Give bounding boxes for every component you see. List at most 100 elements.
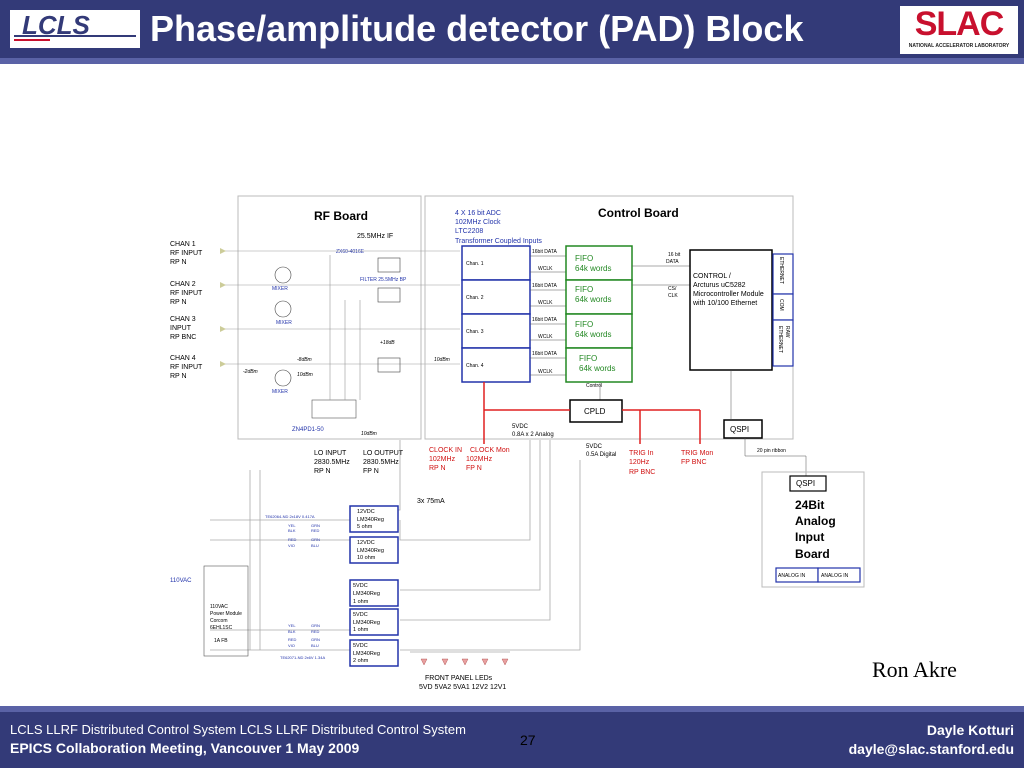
data16c: DATA xyxy=(666,259,679,265)
xfmr2-label: TE62071-ND 2x6V 1.34A xyxy=(280,655,325,660)
wire-yel-2: YEL xyxy=(288,623,296,628)
splitter-block xyxy=(311,399,357,419)
chan4-line2: RF INPUT xyxy=(170,364,203,371)
wclk-3: WCLK xyxy=(538,334,553,340)
power5d-l2: 0.5A Digital xyxy=(586,452,616,458)
controller-l3: Microcontroller Module xyxy=(693,291,764,298)
chan4-line3: RP N xyxy=(170,373,187,380)
leds-l1: FRONT PANEL LEDs xyxy=(425,675,493,682)
leds-l2: 5VD 5VA2 5VA1 12V2 12V1 xyxy=(419,684,506,691)
clock-mon-l1: CLOCK Mon xyxy=(470,447,510,454)
footer-bar xyxy=(0,712,1024,768)
adc-chan-3: Chan. 3 xyxy=(466,329,484,335)
chan4-line1: CHAN 4 xyxy=(170,355,196,362)
psmod-l2: Power Module xyxy=(210,611,242,617)
data16b: 16 bit xyxy=(668,252,681,258)
wire-red-2: RED xyxy=(311,528,320,533)
cpld-label: CPLD xyxy=(584,407,606,416)
mixer-label-2: MIXER xyxy=(276,320,292,326)
mixer-3-icon xyxy=(274,369,292,387)
psmod-l4: 6EHL1SC xyxy=(210,625,233,631)
wire-grn-4: GRN xyxy=(311,637,320,642)
data16-3: 16bit DATA xyxy=(532,317,557,323)
clk-label: CLK xyxy=(668,293,678,299)
reg4-l3: 1 ohm xyxy=(353,627,369,633)
adc-line2: 102MHz Clock xyxy=(455,219,501,226)
data16-4: 16bit DATA xyxy=(532,351,557,357)
slac-logo: SLAC NATIONAL ACCELERATOR LABORATORY xyxy=(900,6,1018,54)
reg1-l3: 5 ohm xyxy=(357,524,373,530)
lo-input-line2: 2830.5MHz xyxy=(314,459,350,466)
psmod-fuse: 1A FB xyxy=(214,638,228,644)
if-label: 25.5MHz IF xyxy=(357,233,393,240)
fifo4-l2: 64k words xyxy=(579,364,615,373)
fifo4-l1: FIFO xyxy=(579,354,597,363)
controller-box xyxy=(689,249,773,371)
header-bar xyxy=(0,0,1024,64)
reg3-l2: LM340Reg xyxy=(353,591,380,597)
adc-chan-1: Chan. 1 xyxy=(466,261,484,267)
footer-line2: EPICS Collaboration Meeting, Vancouver 1… xyxy=(10,740,360,756)
analog-board-outline xyxy=(761,471,865,588)
vac-label: 110VAC xyxy=(170,578,192,584)
chan1-line1: CHAN 1 xyxy=(170,241,196,248)
mixer-label-1: MIXER xyxy=(272,286,288,292)
wire-vio-1: VIO xyxy=(288,543,295,548)
lo-output-line2: 2830.5MHz xyxy=(363,459,399,466)
mixer-1-icon xyxy=(274,266,292,284)
wire-red-3: RED xyxy=(288,637,297,642)
current-label: 3x 75mA xyxy=(417,498,445,505)
power5-l1: 5VDC xyxy=(512,424,529,430)
chan1-line3: RP N xyxy=(170,259,187,266)
trig-mon-l2: FP BNC xyxy=(681,459,707,466)
chan3-line2: INPUT xyxy=(170,325,192,332)
reg1-l1: 12VDC xyxy=(357,509,375,515)
wclk-4: WCLK xyxy=(538,369,553,375)
pad-block-diagram: RF Board 25.5MHz IF ZX60-4016E FILTER 25… xyxy=(170,195,865,691)
ethernet-label: ETHERNET xyxy=(778,257,784,284)
chan2-line3: RP N xyxy=(170,299,187,306)
trig-mon-l1: TRIG Mon xyxy=(681,450,713,457)
header-accent xyxy=(0,58,1024,64)
chan3-line1: CHAN 3 xyxy=(170,316,196,323)
analog-qspi-label: QSPI xyxy=(796,479,815,488)
level-10dbm-a: 10dBm xyxy=(297,372,313,378)
wire-grn-1: GRN xyxy=(311,523,320,528)
analog-l4: Board xyxy=(795,547,830,561)
filter-label: FILTER 25.5MHz BP xyxy=(360,277,407,283)
raw-ethernet-port xyxy=(772,319,794,367)
psmod-l3: Corcom xyxy=(210,618,228,624)
analog-qspi-box xyxy=(789,475,827,492)
chan1-line2: RF INPUT xyxy=(170,250,203,257)
rf-channel-rows: MIXER MIXER MIXER xyxy=(220,248,460,400)
lcls-logo: LCLS xyxy=(10,10,140,48)
controller-l4: with 10/100 Ethernet xyxy=(692,300,757,307)
lo-input-line3: RP N xyxy=(314,468,331,475)
analog-in-1-label: ANALOG IN xyxy=(778,573,806,579)
clock-in-l2: 102MHz xyxy=(429,456,456,463)
fifo3-l2: 64k words xyxy=(575,330,611,339)
splitter-label: ZN4PD1-50 xyxy=(292,427,324,433)
analog-l1: 24Bit xyxy=(795,498,824,512)
cs-label: CS/ xyxy=(668,286,677,292)
wclk-1: WCLK xyxy=(538,266,553,272)
mixer-label-3: MIXER xyxy=(272,389,288,395)
adc-line4: Transformer Coupled Inputs xyxy=(455,238,542,245)
wire-grn-3: GRN xyxy=(311,623,320,628)
lcls-logo-text: LCLS xyxy=(22,10,91,40)
psmod-l1: 110VAC xyxy=(210,604,228,610)
raw-label-2: ETHERNET xyxy=(777,326,783,353)
wire-yel-1: YEL xyxy=(288,523,296,528)
wire-blu-2: BLU xyxy=(311,643,319,648)
level-2dbm: -2dBm xyxy=(243,369,258,375)
reg5-l3: 2 ohm xyxy=(353,658,369,664)
slac-logo-subtitle: NATIONAL ACCELERATOR LABORATORY xyxy=(908,43,1010,49)
front-panel-leds xyxy=(420,658,509,666)
lo-input-line1: LO INPUT xyxy=(314,450,347,457)
data16-1: 16bit DATA xyxy=(532,249,557,255)
wire-red-1: RED xyxy=(288,537,297,542)
fifo-blocks xyxy=(565,245,633,383)
footer-accent xyxy=(0,706,1024,712)
trig-in-l2: 120Hz xyxy=(629,459,650,466)
reg2-l3: 10 ohm xyxy=(357,555,376,561)
